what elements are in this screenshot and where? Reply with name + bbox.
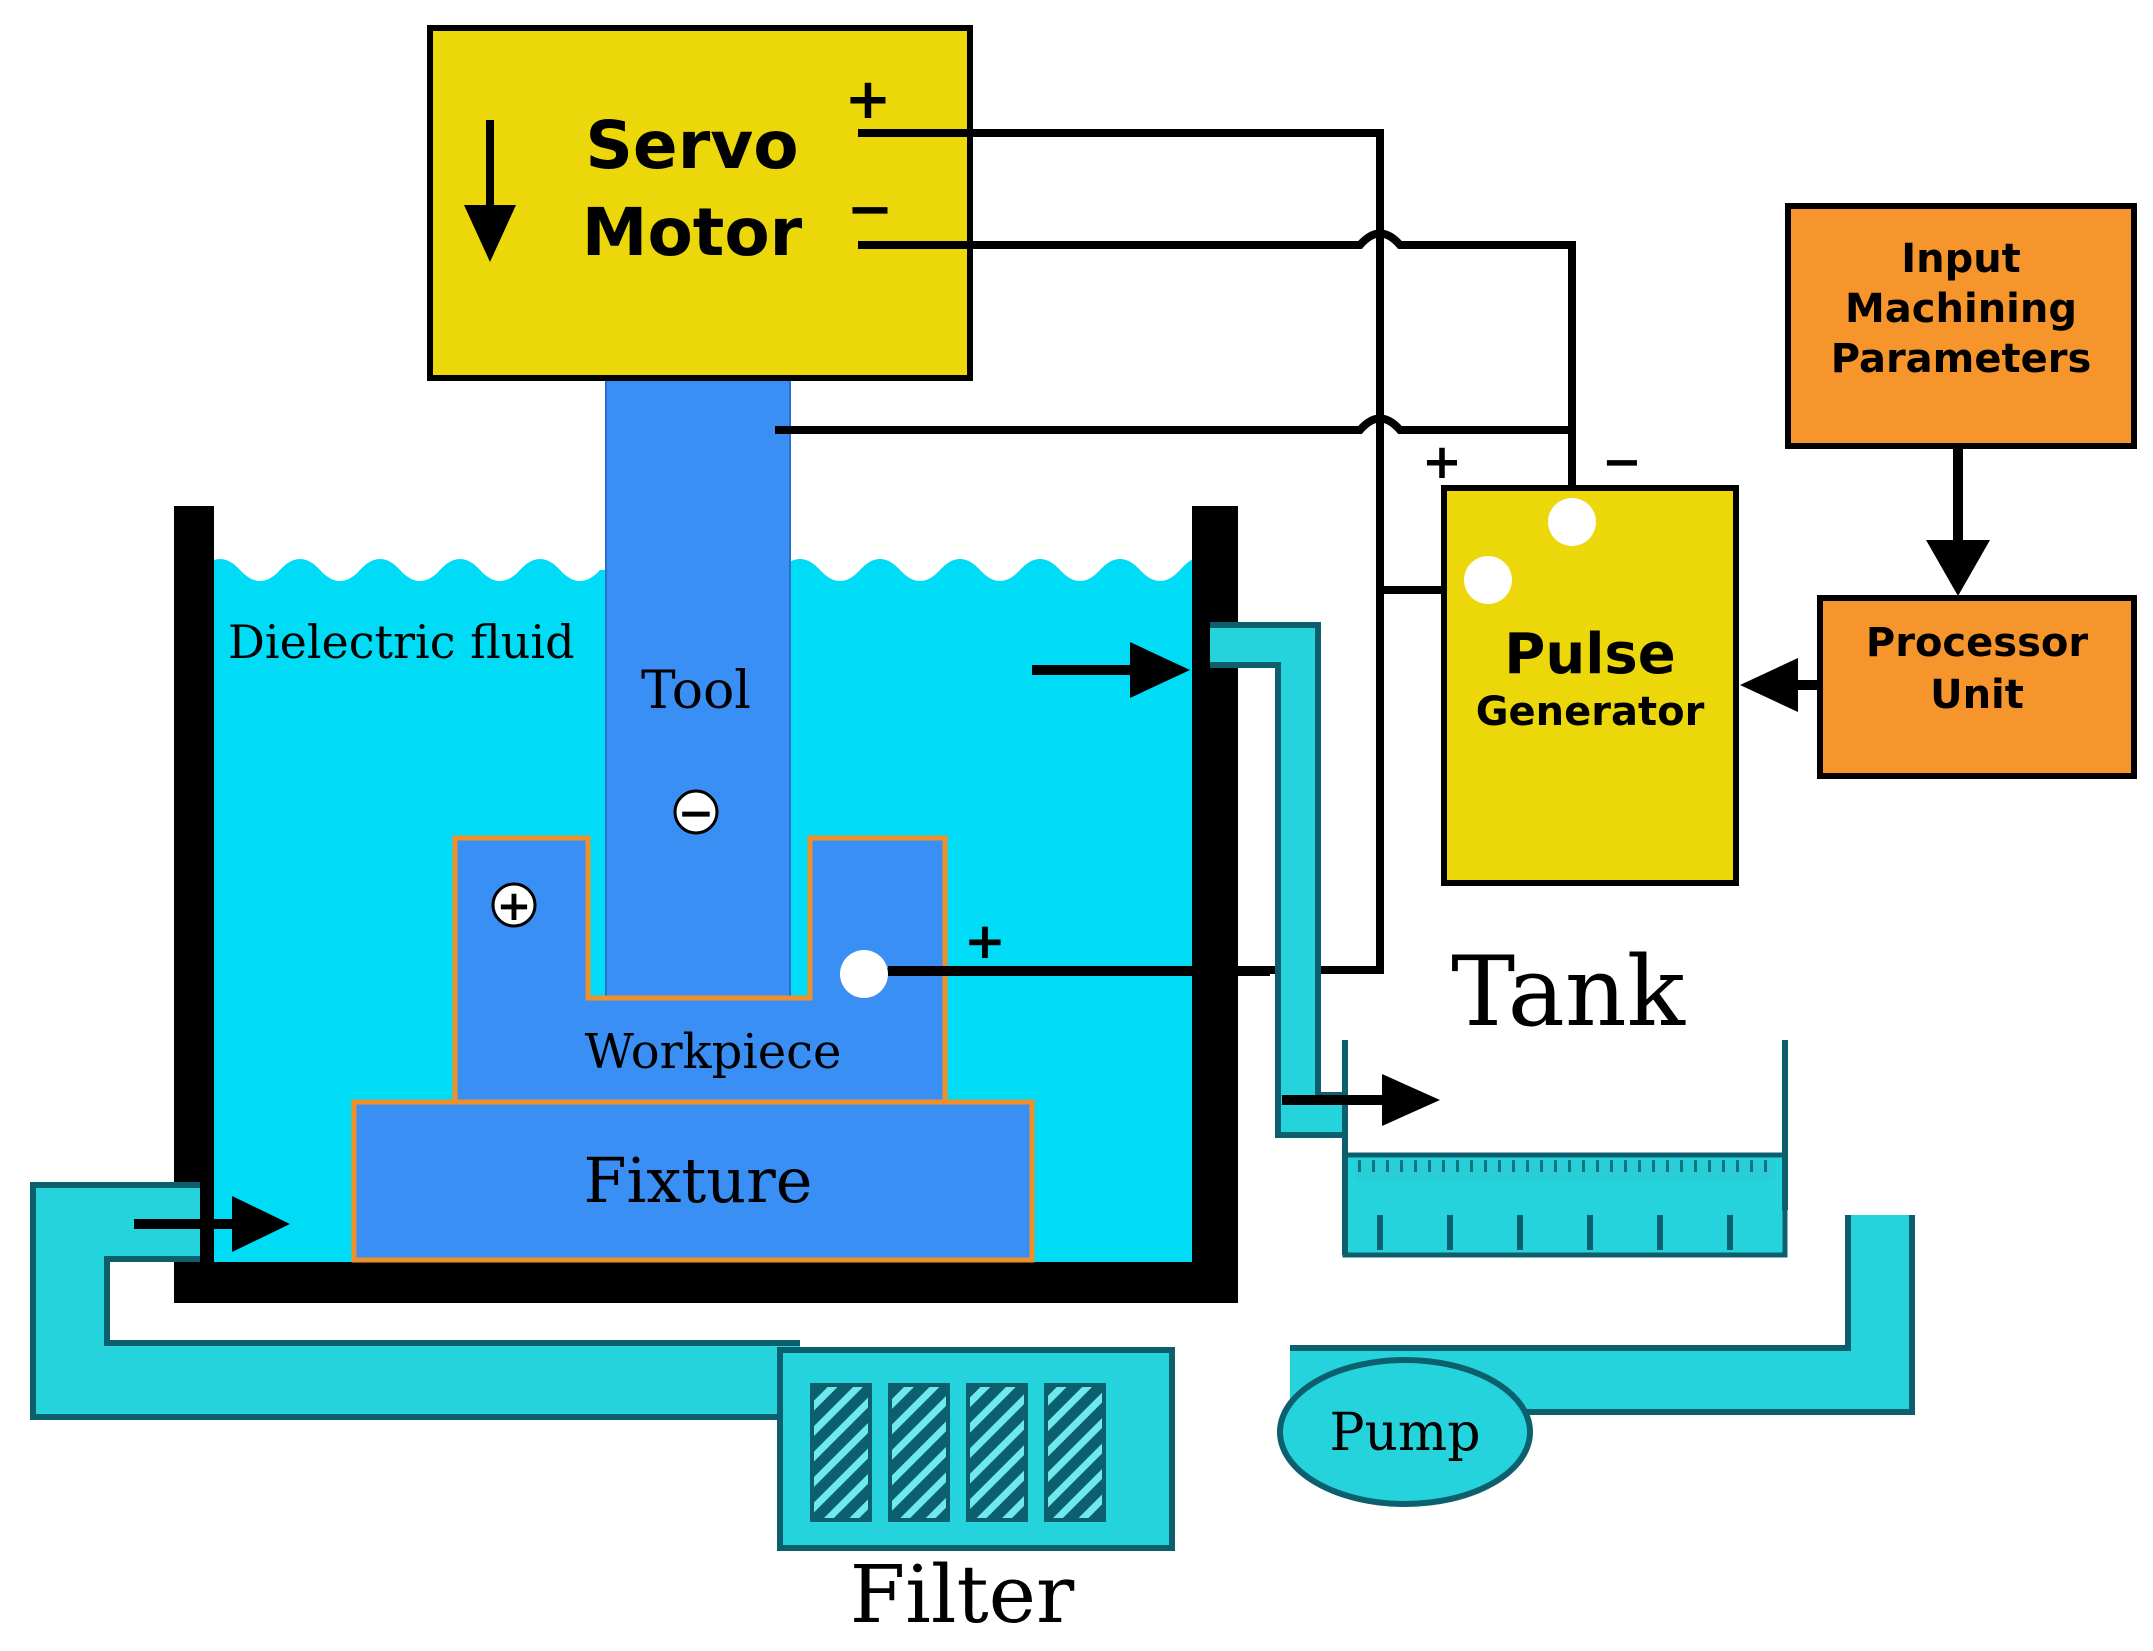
filter-label: Filter [850,1548,1075,1641]
arrow-input-to-processor-head [1926,540,1990,596]
flow-arrows [134,642,1440,1252]
tank-floor [174,1262,1238,1303]
wire-tool-minus [775,414,1572,434]
servo-motor: Servo Motor + − [427,25,973,381]
pump [1277,1357,1533,1507]
tool-minus-badge [673,789,719,835]
feed-arrow-head [464,205,516,262]
filter-cartridge [810,1383,872,1522]
pulse-terminal-plus [1464,556,1512,604]
pulse-terminal-minus [1548,498,1596,546]
flow-arrow-inlet-head [232,1196,290,1252]
workpiece-label: Workpiece [585,1024,842,1080]
tank-wall-left [174,506,214,1303]
input-label-line2: Machining [1845,286,2077,332]
servo-plus-sign: + [845,67,892,132]
servo-label-line1: Servo [585,107,798,184]
servo-minus-sign: − [847,177,894,242]
input-label-line3: Parameters [1831,336,2092,382]
processor-label-line2: Unit [1930,672,2024,718]
pulse-generator: Pulse Generator + − [1422,434,1739,886]
workpiece-wire-plus-sign: + [964,912,1006,970]
filter [777,1347,1175,1551]
pulse-label-line1: Pulse [1504,622,1675,687]
processor-label-line1: Processor [1866,620,2088,666]
pulse-label-line2: Generator [1476,689,1705,735]
reservoir-tank [1342,1040,1788,1258]
servo-label-line2: Motor [582,194,803,271]
filter-cartridge [888,1383,950,1522]
pulse-plus-sign: + [1422,434,1462,490]
wire-servo-minus [858,229,1576,488]
fixture [351,1099,1035,1263]
tool-label: Tool [641,661,751,721]
reservoir-scale [1355,1160,1775,1180]
reservoir-ticks [1377,1215,1733,1250]
arrow-processor-to-pulse-head [1740,658,1798,712]
filter-cartridge [966,1383,1028,1522]
pump-label: Pump [1329,1403,1480,1463]
tool-minus-sign: − [678,788,715,839]
filter-cartridge [1044,1383,1106,1522]
workpiece-plus-sign: + [496,881,531,930]
input-label-line1: Input [1901,236,2021,282]
fixture-label: Fixture [584,1144,813,1217]
processor-unit: Processor Unit [1817,595,2137,779]
pulse-minus-sign: − [1602,434,1642,490]
tank-label: Tank [1451,936,1686,1048]
dielectric-label: Dielectric fluid [228,615,575,669]
input-parameters-box: Input Machining Parameters [1785,203,2137,449]
workpiece-plus-badge [491,882,537,928]
flow-arrow-reservoir-head [1382,1074,1440,1126]
flow-arrow-outlet-head [1130,642,1190,698]
tool-electrode [605,379,791,999]
workpiece-terminal [840,950,888,998]
